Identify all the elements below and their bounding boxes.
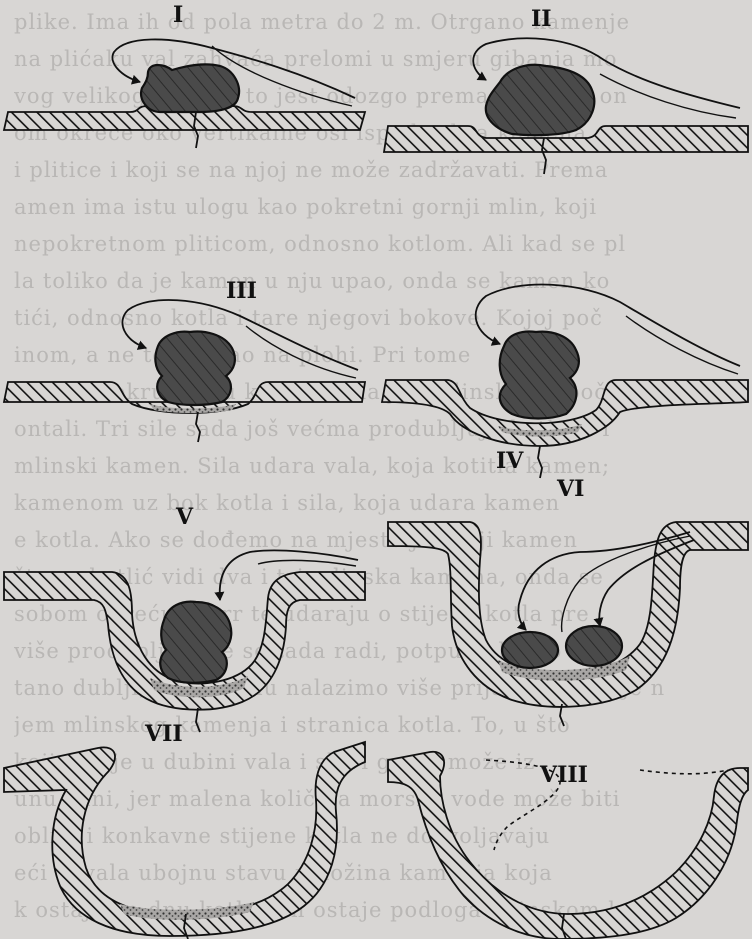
- boulder: [141, 64, 239, 112]
- panel-7: VII: [4, 721, 365, 939]
- crack: [196, 412, 200, 442]
- panel-label: IV: [496, 448, 524, 474]
- boulder: [500, 332, 579, 419]
- grinding-stone: [566, 626, 622, 666]
- boulder: [486, 65, 594, 135]
- panel-label: II: [531, 6, 552, 32]
- boulder: [155, 332, 235, 405]
- wave-arrow: [246, 326, 356, 378]
- rock-ledge: [4, 742, 365, 936]
- panel-6: VI: [388, 476, 748, 726]
- panel-8: VIII: [388, 752, 748, 939]
- panel-2: II: [384, 6, 748, 174]
- crack: [538, 446, 542, 478]
- crack: [196, 708, 200, 732]
- panel-4: IV: [382, 285, 748, 478]
- wave-arrow: [600, 74, 736, 118]
- grinding-stone: [502, 632, 558, 668]
- wave-arrow: [626, 316, 738, 374]
- panel-label: VI: [556, 476, 584, 502]
- panel-1: I: [4, 2, 365, 148]
- panel-label: I: [173, 2, 183, 28]
- panel-label: V: [175, 504, 194, 530]
- panel-label: VII: [144, 721, 183, 747]
- panel-label: III: [226, 278, 257, 304]
- panel-5: V: [4, 504, 365, 732]
- wave-arrow: [258, 560, 356, 566]
- panel-3: III: [4, 278, 365, 442]
- panel-label: VIII: [539, 762, 588, 788]
- boulder: [160, 602, 231, 683]
- former-profile: [640, 770, 728, 774]
